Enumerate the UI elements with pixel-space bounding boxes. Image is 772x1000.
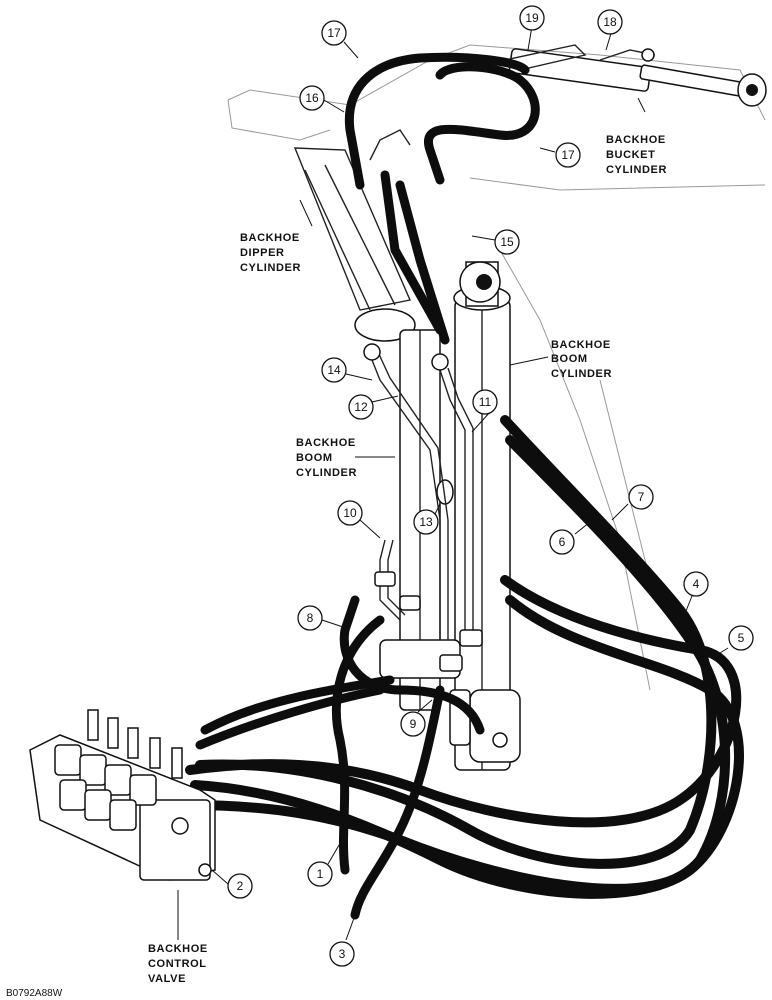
callout-9: 9 (400, 711, 426, 737)
svg-text:BOOM: BOOM (551, 353, 588, 365)
callout-16: 16 (299, 85, 325, 111)
callout-19: 19 (519, 5, 545, 31)
callout-8: 8 (297, 605, 323, 631)
svg-text:CYLINDER: CYLINDER (296, 467, 357, 479)
svg-text:BACKHOE: BACKHOE (296, 437, 356, 449)
svg-text:4: 4 (693, 577, 700, 591)
svg-text:BACKHOE: BACKHOE (240, 232, 300, 244)
callout-12: 12 (348, 394, 374, 420)
svg-text:9: 9 (410, 717, 417, 731)
hoses (180, 52, 744, 920)
callout-15: 15 (494, 229, 520, 255)
svg-text:7: 7 (638, 490, 645, 504)
callout-5: 5 (728, 625, 754, 651)
steel-tubes (363, 129, 483, 672)
svg-text:12: 12 (354, 400, 368, 414)
label-boom-cylinder-left: BACKHOE BOOM CYLINDER (296, 437, 357, 479)
label-control-valve: BACKHOE CONTROL VALVE (148, 943, 208, 985)
svg-text:DIPPER: DIPPER (240, 247, 285, 259)
callouts: 17 19 18 16 17 15 14 12 11 13 10 8 9 7 6… (227, 5, 754, 967)
svg-text:10: 10 (343, 506, 357, 520)
svg-text:CYLINDER: CYLINDER (551, 368, 612, 380)
bucket-cylinder (503, 44, 767, 107)
callout-3: 3 (329, 941, 355, 967)
svg-text:15: 15 (500, 235, 514, 249)
svg-text:11: 11 (479, 395, 492, 409)
boom-cylinder-right (453, 261, 521, 771)
svg-text:CONTROL: CONTROL (148, 958, 207, 970)
svg-text:BACKHOE: BACKHOE (551, 339, 611, 351)
figure-code: B0792A88W (6, 988, 63, 999)
svg-text:BUCKET: BUCKET (606, 149, 655, 161)
svg-text:18: 18 (603, 15, 617, 29)
label-boom-cylinder-right: BACKHOE BOOM CYLINDER (551, 339, 612, 380)
svg-text:BACKHOE: BACKHOE (148, 943, 208, 955)
svg-text:16: 16 (305, 91, 319, 105)
callout-7: 7 (628, 484, 654, 510)
callout-14: 14 (321, 357, 347, 383)
callout-13: 13 (413, 509, 439, 535)
control-valve (29, 709, 216, 881)
svg-text:5: 5 (738, 631, 745, 645)
callout-10: 10 (337, 500, 363, 526)
svg-text:6: 6 (559, 535, 566, 549)
svg-text:2: 2 (237, 879, 244, 893)
callout-4: 4 (683, 571, 709, 597)
leader-lines (177, 25, 729, 941)
svg-text:19: 19 (525, 11, 539, 25)
svg-text:VALVE: VALVE (148, 973, 186, 985)
callout-1: 1 (307, 861, 333, 887)
svg-text:14: 14 (327, 363, 341, 377)
svg-text:1: 1 (317, 867, 324, 881)
svg-text:17: 17 (327, 26, 341, 40)
svg-text:13: 13 (419, 515, 433, 529)
callout-11: 11 (472, 389, 498, 415)
callout-17-top: 17 (321, 20, 347, 46)
callout-2: 2 (227, 873, 253, 899)
svg-text:8: 8 (307, 611, 314, 625)
svg-text:CYLINDER: CYLINDER (606, 164, 667, 176)
label-dipper-cylinder: BACKHOE DIPPER CYLINDER (240, 232, 301, 274)
svg-text:17: 17 (561, 148, 575, 162)
callout-18: 18 (597, 9, 623, 35)
callout-6: 6 (549, 529, 575, 555)
svg-text:CYLINDER: CYLINDER (240, 262, 301, 274)
callout-17-right: 17 (555, 142, 581, 168)
dipper-cylinder (293, 147, 416, 342)
label-bucket-cylinder: BACKHOE BUCKET CYLINDER (606, 134, 667, 176)
svg-text:3: 3 (339, 947, 346, 961)
svg-text:BOOM: BOOM (296, 452, 333, 464)
svg-text:BACKHOE: BACKHOE (606, 134, 666, 146)
